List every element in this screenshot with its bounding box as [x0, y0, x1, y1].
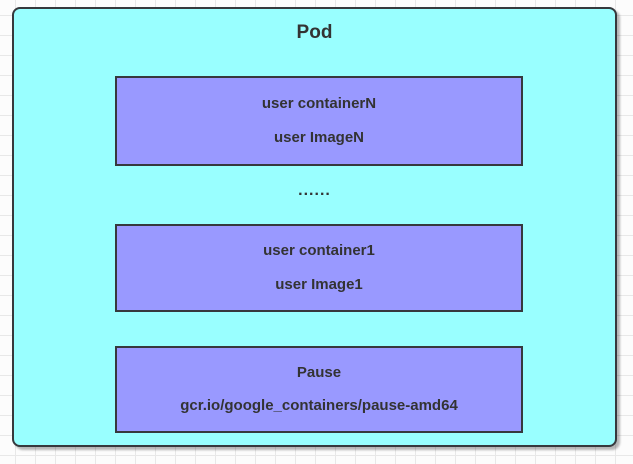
container-name-label: user containerN [261, 94, 377, 112]
pod-box: Pod user containerN user ImageN ...... u… [12, 7, 617, 447]
container-image-label: user ImageN [273, 129, 365, 147]
container-name-label: Pause [296, 363, 342, 381]
container-box-pause: Pause gcr.io/google_containers/pause-amd… [115, 346, 523, 433]
container-image-label: gcr.io/google_containers/pause-amd64 [180, 397, 458, 415]
pod-title: Pod [296, 22, 333, 43]
container-image-label: user Image1 [275, 276, 363, 293]
container-name-label: user container1 [263, 242, 375, 259]
container-box-user1: user container1 user Image1 [115, 224, 523, 312]
ellipsis-label: ...... [298, 182, 331, 199]
container-box-userN: user containerN user ImageN [115, 76, 523, 166]
